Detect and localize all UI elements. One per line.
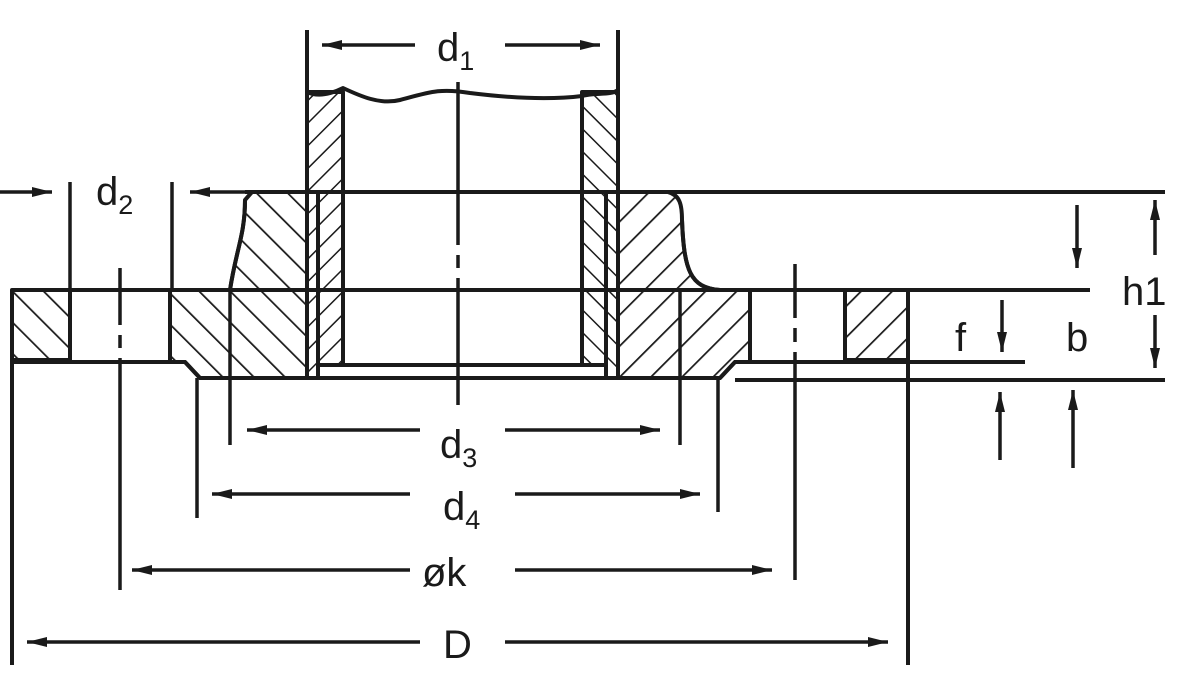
center-lines (118, 82, 797, 590)
label-k: øk (422, 551, 467, 595)
label-D: D (443, 623, 472, 667)
hatch-left-outer (10, 288, 72, 362)
hatch-left-pipe-wall (305, 90, 345, 380)
hatch-right-pipe-wall (580, 90, 620, 380)
label-b: b (1066, 316, 1089, 360)
label-f: f (955, 316, 967, 360)
label-d1: d1 (437, 26, 475, 76)
label-d4: d4 (443, 485, 481, 535)
dimension-arrows (0, 40, 1160, 647)
outline (10, 30, 1165, 665)
hatch-right-hub (616, 190, 752, 380)
label-d3: d3 (440, 423, 478, 473)
hatch-right-outer (843, 288, 910, 362)
hatch-left-hub (168, 190, 309, 380)
label-d2: d2 (96, 170, 134, 220)
label-h1: h1 (1122, 270, 1167, 314)
extension-lines (68, 182, 720, 518)
